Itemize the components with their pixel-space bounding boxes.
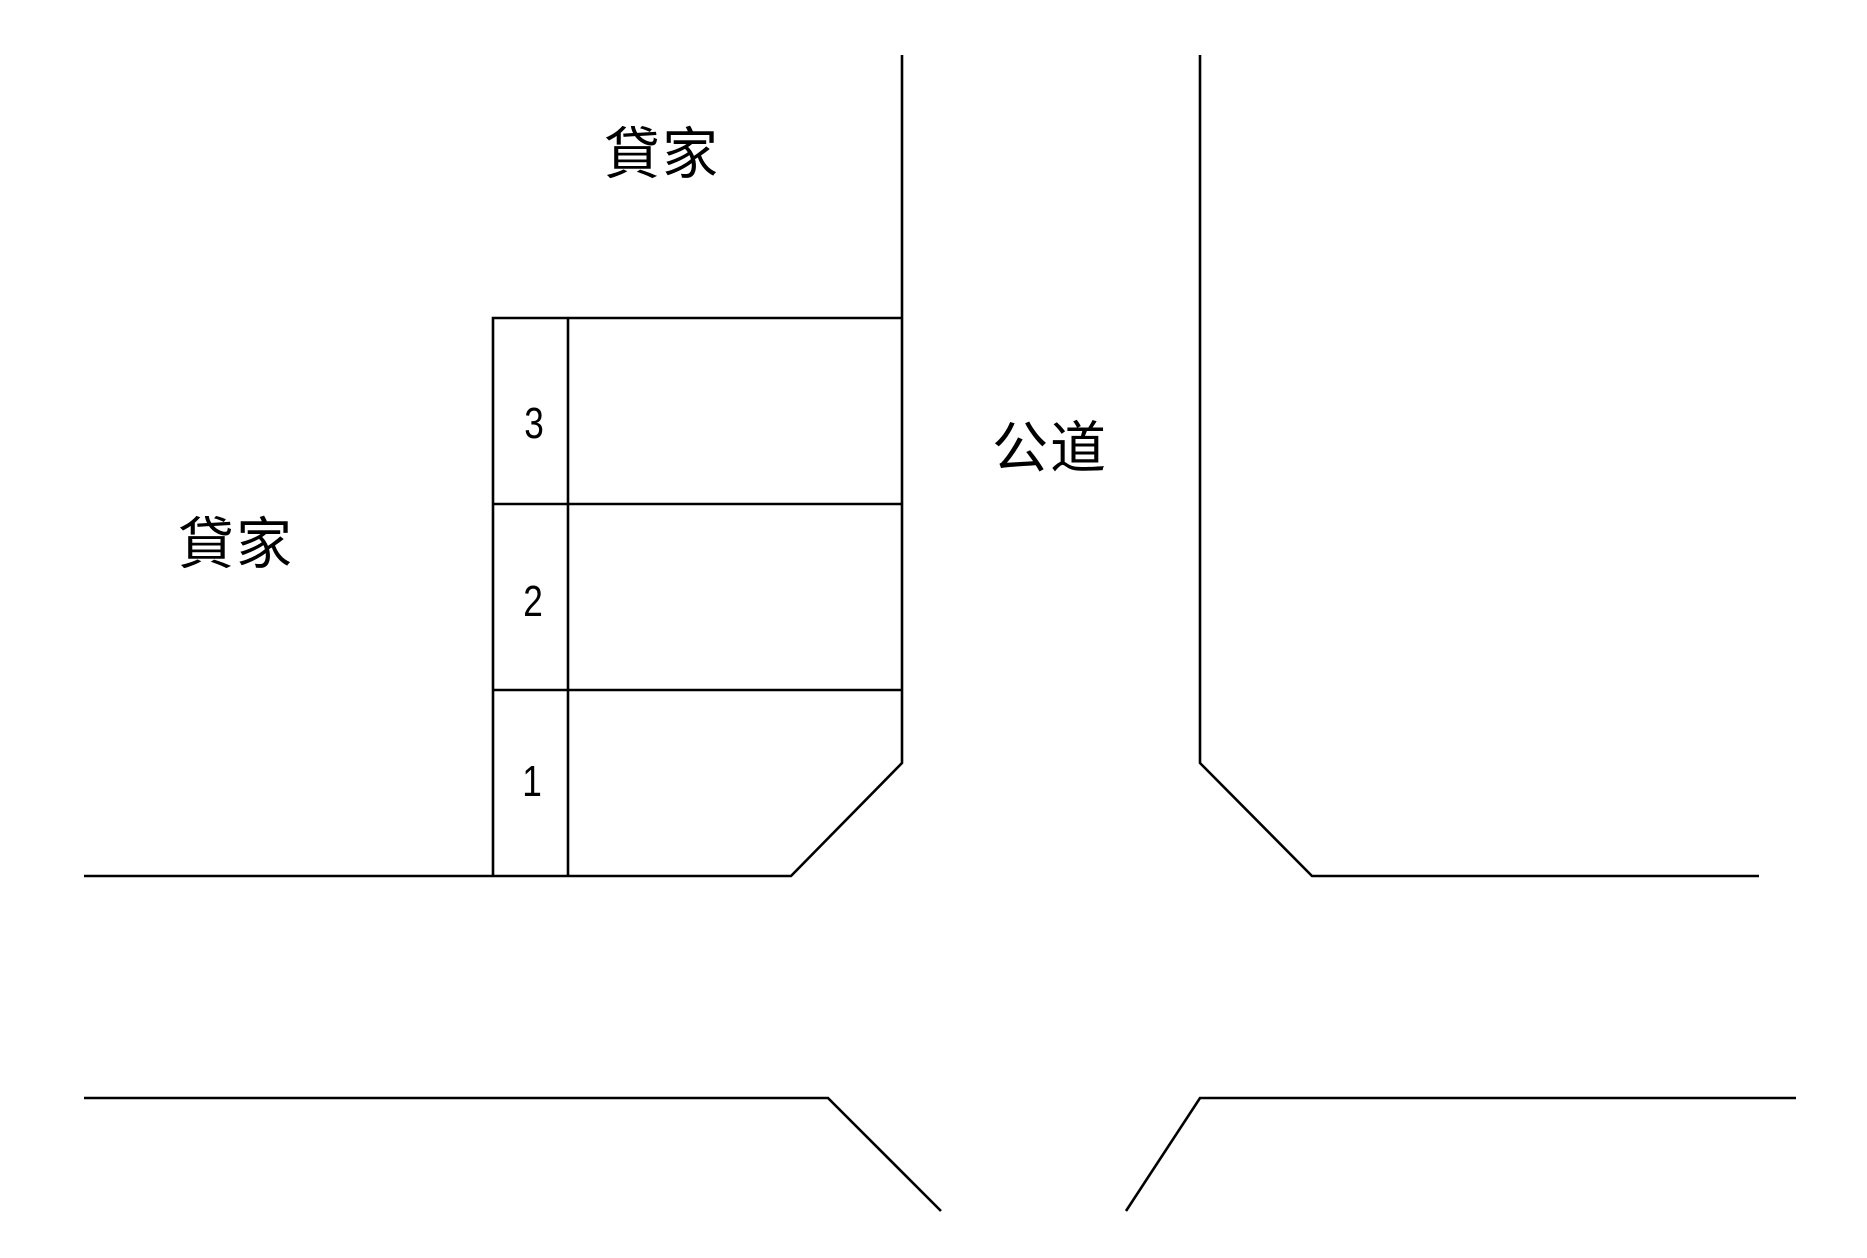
- rental-house-top-label: 貸家: [604, 122, 720, 188]
- public-road-left-edge: [84, 55, 904, 878]
- parking-space-number-3: 3: [524, 399, 544, 448]
- parking-space-number-2: 2: [523, 577, 543, 626]
- main-road-lower-right-edge: [1124, 1096, 1796, 1212]
- parking-block-outline: [491, 316, 902, 876]
- parking-space-number-1: 1: [522, 757, 542, 806]
- rental-house-left-label: 貸家: [178, 512, 294, 578]
- main-road-lower-left-edge: [84, 1096, 942, 1212]
- public-road-label: 公道: [992, 416, 1108, 482]
- public-road-right-edge: [1198, 55, 1759, 878]
